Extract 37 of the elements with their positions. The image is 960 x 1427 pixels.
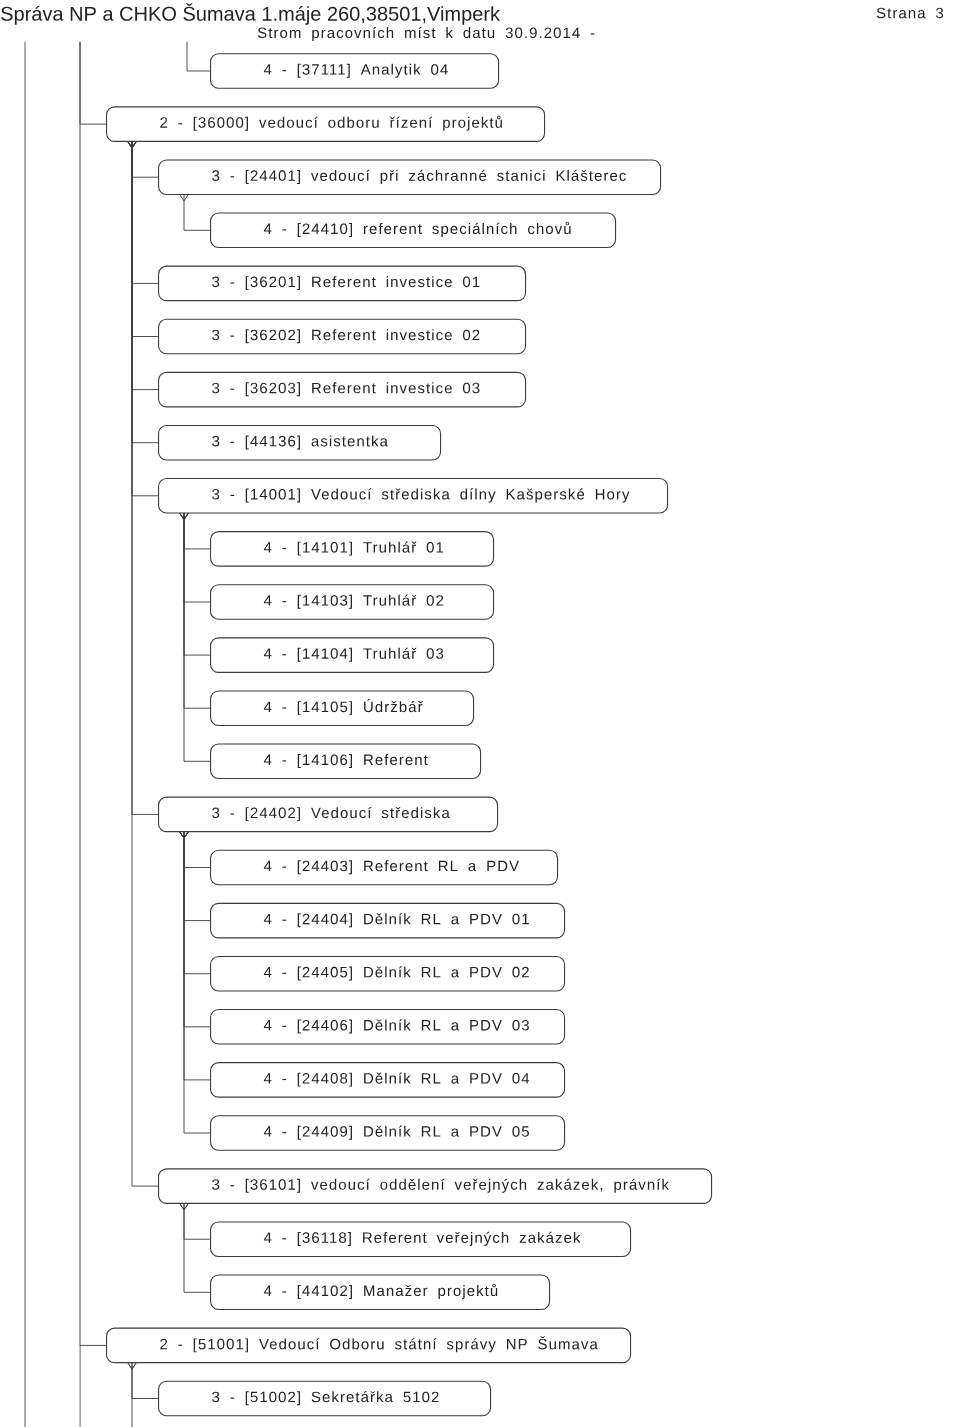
position-box: 3 - [51002] Sekretářka 5102 xyxy=(158,1380,492,1417)
connector-line xyxy=(179,1203,211,1293)
position-box: 3 - [36203] Referent investice 03 xyxy=(158,371,527,408)
connector-line xyxy=(186,41,211,72)
position-box: 4 - [36118] Referent veřejných zakázek xyxy=(210,1221,632,1257)
position-box: 4 - [14106] Referent xyxy=(210,743,482,780)
position-box: 3 - [36201] Referent investice 01 xyxy=(158,265,527,302)
position-box: 3 - [24401] vedoucí při záchranné stanici Klášterec xyxy=(158,159,662,195)
letterhead: Správa NP a CHKO Šumava 1.máje 260,38501,Vimperk xyxy=(1,3,501,25)
page-title: Strom pracovních míst k datu 30.9.2014 - xyxy=(257,26,595,42)
position-box: 4 - [24404] Dělník RL a PDV 01 xyxy=(210,902,566,939)
position-box: 3 - [36202] Referent investice 02 xyxy=(158,318,527,355)
position-box: 4 - [24405] Dělník RL a PDV 02 xyxy=(210,955,566,992)
position-box: 4 - [44102] Manažer projektů xyxy=(210,1274,551,1311)
position-box: 4 - [24408] Dělník RL a PDV 04 xyxy=(210,1062,566,1098)
position-box: 2 - [36000] vedoucí odboru řízení projektů xyxy=(106,106,546,142)
position-box: 4 - [24406] Dělník RL a PDV 03 xyxy=(210,1009,566,1045)
position-box: 4 - [24410] referent speciálních chovů xyxy=(210,212,617,249)
connector-line xyxy=(179,513,211,762)
connector-line xyxy=(179,831,211,1134)
position-box: 4 - [14105] Údržbář xyxy=(210,690,475,726)
position-box: 4 - [14104] Truhlář 03 xyxy=(210,637,495,673)
connector-line xyxy=(127,141,159,1187)
position-box: 3 - [24402] Vedoucí střediska xyxy=(158,796,499,833)
position-box: 4 - [24409] Dělník RL a PDV 05 xyxy=(210,1115,566,1151)
position-box: 2 - [51001] Vedoucí Odboru státní správy NP Šumava xyxy=(106,1327,632,1364)
connector-line xyxy=(127,1362,137,1427)
position-box: 3 - [36101] vedoucí oddělení veřejných zakázek, právník xyxy=(158,1168,713,1204)
connector-line xyxy=(79,41,107,1346)
position-box: 3 - [14001] Vedoucí střediska dílny Kašperské Hory xyxy=(158,478,669,514)
position-box: 4 - [37111] Analytik 04 xyxy=(210,53,500,89)
position-box: 4 - [14103] Truhlář 02 xyxy=(210,584,495,620)
connector-line xyxy=(179,194,211,231)
position-box: 4 - [14101] Truhlář 01 xyxy=(210,531,495,567)
page-number: Strana 3 xyxy=(876,7,944,19)
position-box: 3 - [44136] asistentka xyxy=(158,424,442,461)
position-box: 4 - [24403] Referent RL a PDV xyxy=(210,849,559,886)
